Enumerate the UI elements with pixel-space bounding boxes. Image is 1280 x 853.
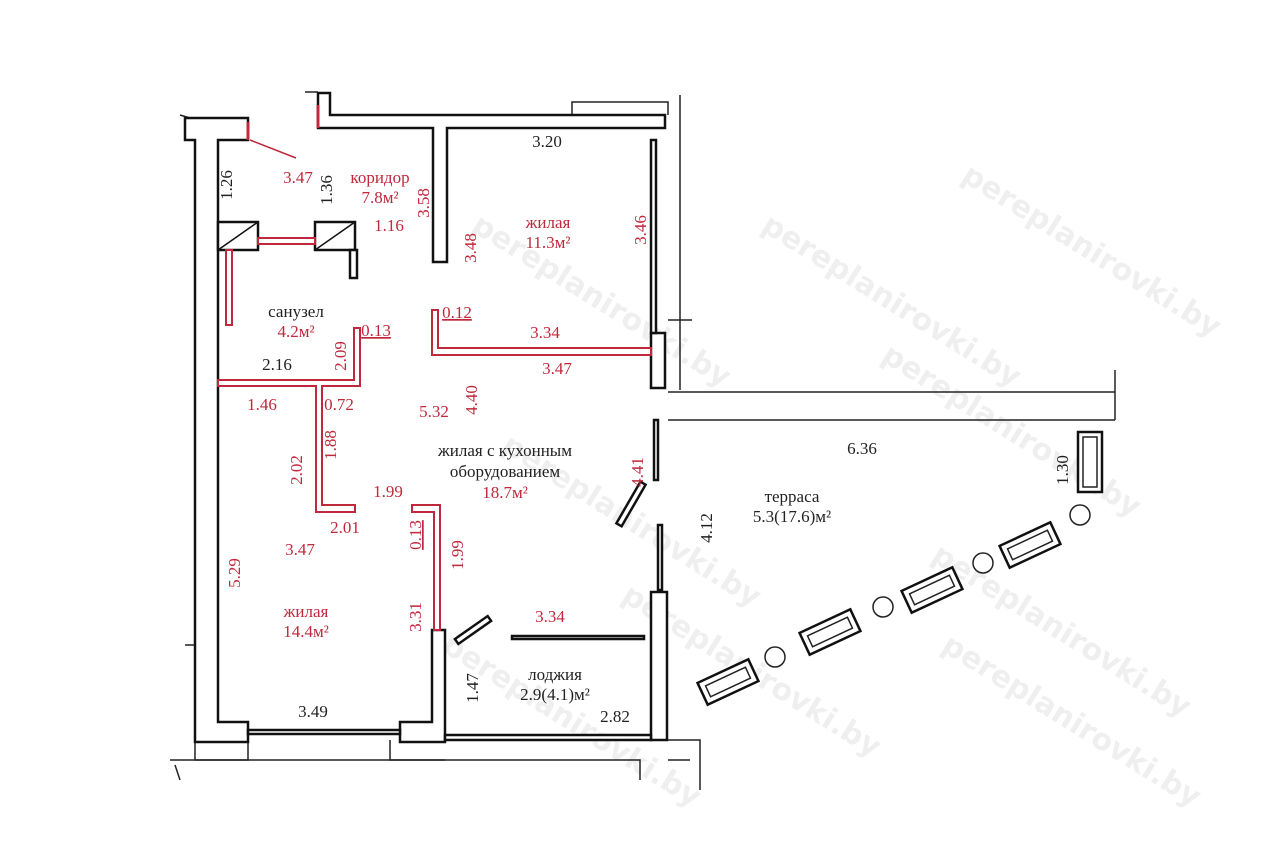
- dim: 3.47: [283, 168, 313, 187]
- dim: 0.72: [324, 395, 354, 414]
- dim: 3.46: [631, 215, 650, 245]
- terrace-area: 5.3(17.6)м²: [753, 507, 831, 526]
- dim: 0.13: [406, 520, 425, 550]
- dim: 1.26: [217, 170, 236, 200]
- bathroom-area: 4.2м²: [277, 322, 314, 341]
- dim: 4.40: [462, 385, 481, 415]
- dimensions: 1.26 3.47 1.36 1.16 3.58 3.20 3.48 3.46 …: [217, 132, 1072, 726]
- dim: 1.16: [374, 216, 404, 235]
- dim: 4.41: [628, 457, 647, 487]
- living1-area: 11.3м²: [526, 233, 571, 252]
- dim: 4.12: [697, 513, 716, 543]
- room-labels: коридор 7.8м² жилая 11.3м² санузел 4.2м²…: [268, 168, 831, 704]
- terrace-name: терраса: [765, 487, 820, 506]
- loggia-name: лоджия: [528, 665, 582, 684]
- dim: 3.47: [285, 540, 315, 559]
- dim: 5.32: [419, 402, 449, 421]
- dim: 3.58: [414, 188, 433, 218]
- loggia-area: 2.9(4.1)м²: [520, 685, 590, 704]
- dim: 3.49: [298, 702, 328, 721]
- new-partitions: [217, 105, 652, 631]
- dim: 6.36: [847, 439, 877, 458]
- terrace-railing: [695, 430, 1104, 707]
- dim: 1.47: [463, 673, 482, 703]
- dim: 2.01: [330, 518, 360, 537]
- watermark: pereplanirovki.by: [466, 207, 738, 395]
- watermarks: pereplanirovki.by pereplanirovki.by pere…: [436, 157, 1228, 815]
- dim: 2.09: [331, 341, 350, 371]
- corridor-area: 7.8м²: [361, 188, 398, 207]
- dim: 3.20: [532, 132, 562, 151]
- dim: 1.30: [1053, 455, 1072, 485]
- kitchen-living-name-2: оборудованием: [450, 462, 561, 481]
- dim: 2.02: [287, 455, 306, 485]
- dim: 3.48: [461, 233, 480, 263]
- watermark: pereplanirovki.by: [956, 157, 1228, 345]
- dim: 3.34: [530, 323, 560, 342]
- dim: 0.13: [361, 321, 391, 340]
- bathroom-name: санузел: [268, 302, 324, 321]
- dim: 2.16: [262, 355, 292, 374]
- dim: 1.99: [373, 482, 403, 501]
- kitchen-living-name-1: жилая с кухонным: [437, 441, 572, 460]
- living1-name: жилая: [525, 213, 571, 232]
- dim: 1.36: [317, 175, 336, 205]
- walls: [183, 91, 669, 744]
- dim: 3.31: [406, 602, 425, 632]
- living2-name: жилая: [283, 602, 329, 621]
- corridor-name: коридор: [350, 168, 409, 187]
- context-lines: [170, 91, 1116, 790]
- kitchen-living-area: 18.7м²: [482, 483, 528, 502]
- dim: 5.29: [225, 558, 244, 588]
- dim: 1.88: [321, 430, 340, 460]
- living2-area: 14.4м²: [283, 622, 329, 641]
- dim: 3.47: [542, 359, 572, 378]
- dim: 0.12: [442, 303, 472, 322]
- dim: 2.82: [600, 707, 630, 726]
- dim: 1.99: [448, 540, 467, 570]
- dim: 3.34: [535, 607, 565, 626]
- dim: 1.46: [247, 395, 277, 414]
